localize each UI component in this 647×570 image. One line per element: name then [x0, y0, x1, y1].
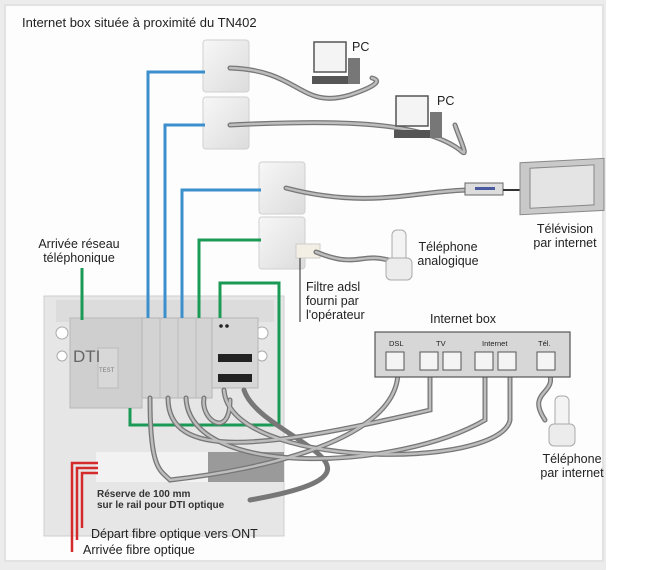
rj45-socket — [258, 161, 306, 215]
port-dsl[interactable] — [385, 351, 405, 371]
analog-phone-icon — [385, 229, 413, 281]
fiber-cables — [70, 461, 98, 552]
port-label-dsl: DSL — [389, 339, 404, 348]
diagram-title: Internet box située à proximité du TN402 — [22, 15, 257, 30]
margin-strip — [606, 0, 647, 570]
port-tv1[interactable] — [419, 351, 439, 371]
port-tel[interactable] — [536, 351, 556, 371]
dti-label: DTI — [73, 347, 101, 366]
port-label-tv: TV — [436, 339, 446, 348]
phone-socket — [258, 216, 306, 270]
fiber-arrival-label: Arrivée fibre optique — [83, 543, 195, 557]
internet-phone-icon — [548, 395, 576, 447]
internet-box-label: Internet box — [430, 312, 497, 326]
pc2-label: PC — [437, 94, 455, 108]
fiber-departure-label: Départ fibre optique vers ONT — [91, 527, 258, 541]
test-label: TEST — [99, 368, 115, 374]
wall-sockets — [202, 39, 321, 270]
pc1-label: PC — [352, 40, 370, 54]
pc-icon — [312, 41, 360, 84]
port-internet1[interactable] — [474, 351, 494, 371]
data-cables — [146, 70, 261, 318]
tv-icon — [464, 157, 605, 216]
port-label-tel: Tél. — [538, 339, 551, 348]
port-label-internet: Internet — [482, 339, 508, 348]
port-tv2[interactable] — [442, 351, 462, 371]
mount-hole — [56, 350, 68, 362]
port-internet2[interactable] — [497, 351, 517, 371]
mount-hole — [55, 326, 69, 340]
phone-cables — [80, 238, 281, 427]
pc-icon — [394, 95, 442, 138]
internet-box — [374, 331, 571, 378]
rj45-socket — [202, 39, 250, 93]
rj45-modules — [141, 317, 213, 399]
